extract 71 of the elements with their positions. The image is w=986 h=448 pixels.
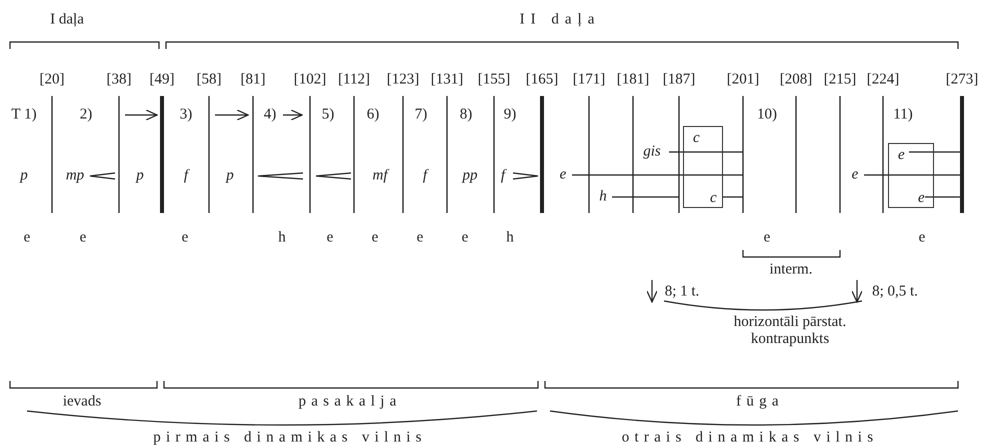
key-letter: e (372, 229, 378, 247)
measure-number: [187] (662, 71, 696, 89)
section-label: ievads (62, 393, 102, 411)
measure-number: [208] (780, 71, 812, 89)
dynamic-mark: p (136, 167, 144, 185)
section-number: 9) (504, 106, 516, 124)
measure-number: [81] (240, 71, 266, 89)
section-number: 3) (180, 106, 192, 124)
key-letter: e (764, 229, 770, 247)
key-letter: e (24, 229, 30, 247)
measure-number: [49] (150, 71, 174, 89)
key-letter: e (182, 229, 188, 247)
annotation: 8; 1 t. (664, 283, 700, 301)
dynamic-mark: p (20, 167, 28, 185)
measure-number: [102] (294, 71, 326, 89)
wave-label: pirmais dinamikas vilnis (153, 429, 427, 447)
annotation: horizontāli pārstat. kontrapunkts (732, 314, 848, 348)
key-letter: e (416, 229, 424, 247)
note-name: c (710, 191, 717, 206)
key-letter: e (326, 229, 334, 247)
measure-number: [171] (572, 71, 606, 89)
measure-number: [112] (338, 71, 370, 89)
section-number: T 1) (11, 106, 37, 124)
annotation: 8; 0,5 t. (872, 283, 918, 301)
note-name: e (918, 191, 925, 206)
measure-number: [224] (866, 71, 900, 89)
section-number: 4) (264, 106, 276, 124)
section-number: 8) (460, 106, 472, 124)
section-title: II daļa (520, 11, 600, 29)
section-label: pasakalja (298, 393, 402, 411)
measure-number: [123] (386, 71, 420, 89)
measure-number: [20] (40, 71, 64, 89)
dynamic-mark: mf (372, 167, 388, 185)
key-letter: e (462, 229, 468, 247)
note-name: h (599, 188, 607, 206)
measure-number: [273] (946, 71, 978, 89)
section-number: 5) (322, 106, 334, 124)
measure-number: [165] (526, 71, 558, 89)
section-number: 11) (893, 106, 913, 124)
note-name: e (898, 148, 905, 163)
section-number: 7) (414, 106, 428, 124)
note-name: c (693, 131, 700, 146)
measure-number: [38] (106, 71, 132, 89)
key-letter: e (80, 229, 86, 247)
dynamic-mark: f (422, 167, 428, 185)
measure-number: [155] (478, 71, 510, 89)
section-number: 2) (80, 106, 92, 124)
dynamic-mark: f (184, 167, 188, 185)
measure-number: [131] (430, 71, 464, 89)
note-name: e (560, 166, 566, 184)
key-letter: h (506, 229, 514, 247)
key-letter: h (278, 229, 286, 247)
section-title: I daļa (50, 11, 84, 29)
dynamic-mark: mp (66, 167, 84, 185)
section-label: fūga (736, 393, 784, 411)
dynamic-mark: p (226, 167, 234, 185)
section-number: 6) (366, 106, 380, 124)
note-name: gis (643, 143, 661, 161)
key-letter: e (918, 229, 926, 247)
note-name: e (852, 166, 858, 184)
note-box (683, 126, 723, 208)
measure-number: [181] (616, 71, 650, 89)
note-box (888, 143, 934, 208)
section-number: 10) (757, 106, 777, 124)
measure-number: [58] (196, 71, 222, 89)
dynamic-mark: f (500, 167, 506, 185)
dynamic-mark: pp (462, 167, 478, 185)
measure-number: [215] (824, 71, 856, 89)
wave-label: otrais dinamikas vilnis (622, 429, 878, 447)
annotation: interm. (770, 261, 812, 279)
measure-number: [201] (726, 71, 760, 89)
